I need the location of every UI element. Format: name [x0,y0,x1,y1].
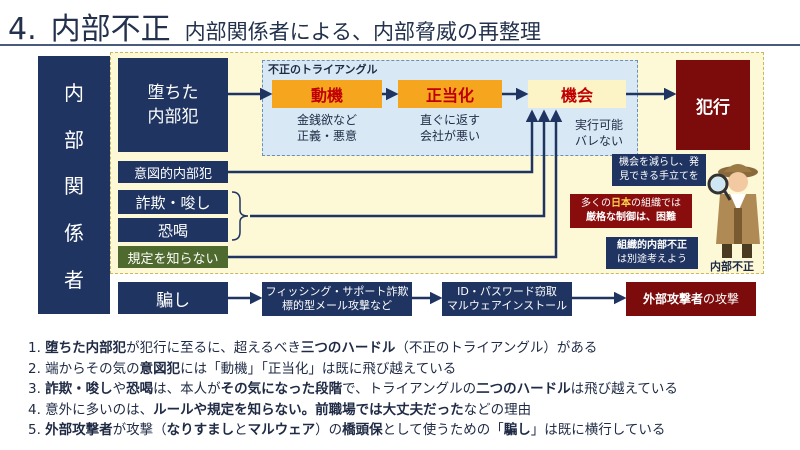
justification-note-line: 会社が悪い [419,129,480,143]
list-text-segment: 詐欺・唆し [45,381,113,398]
justification-note: 直ぐに返す 会社が悪い [398,112,502,144]
list-text-segment: が攻撃（ [112,422,167,439]
motive-note-line: 正義・悪意 [296,129,357,143]
title-divider [0,44,800,46]
reduce-opportunity-callout: 機会を減らし、発 見できる手立てを [612,154,706,186]
vertical-char: 者 [64,268,84,293]
motive-box: 動機 [272,80,382,108]
insider-vertical-label: 内 部 関 係 者 [38,56,110,314]
list-text-segment: マルウェア [247,422,316,439]
list-text-segment: は飛び越えている [570,381,678,398]
opportunity-box: 機会 [528,80,626,108]
external-attack-box: 外部攻撃者の攻撃 [626,282,756,316]
list-text-segment: 恐喝 [126,381,154,398]
list-text-segment: 」は既に横行している [530,422,666,439]
callout-text: の組織では [631,198,681,209]
title-main: 内部不正 [50,12,171,47]
title-number: 4. [8,12,37,47]
unaware-box: 規定を知らない [118,246,228,268]
list-text-segment: 4. 意外に多いのは、 [28,401,154,418]
list-text-segment: として使うための「 [382,422,504,439]
list-item: 3. 詐欺・唆しや恐喝は、本人がその気になった段階で、トライアングルの二つのハー… [28,379,798,400]
callout-text: 厳格な制御は、困難 [586,212,676,223]
list-text-segment: 1. [28,340,46,356]
vertical-char: 係 [64,221,84,246]
justification-note-line: 直ぐに返す [419,113,480,127]
external-attack-rest: の攻撃 [703,292,740,306]
list-text-segment: が犯行に至るに、超えるべき [126,340,301,356]
list-text-segment: 3. [28,381,46,398]
list-text-segment: 堕ちた内部犯 [45,340,127,356]
list-text-segment: には「動機」「正当化」は既に飛び越えている [180,360,457,377]
list-item: 2. 端からその気の意図犯には「動機」「正当化」は既に飛び越えている [28,359,798,380]
crime-box: 犯行 [676,60,750,150]
vertical-char: 関 [64,174,84,199]
justification-box: 正当化 [398,80,502,108]
fraud-triangle-label: 不正のトライアングル [268,63,378,76]
phishing-line: フィッシング・サポート詐欺 [265,285,409,298]
deception-box: 騙し [118,282,228,314]
callout-line: 見できる手立てを [619,171,699,182]
vertical-char: 部 [64,127,84,152]
detective-caption: 内部不正 [710,260,754,273]
list-text-segment: 騙し [503,422,531,439]
list-item: 4. 意外に多いのは、ルールや規定を知らない。前職場では大丈夫だったなどの理由 [28,400,798,421]
list-text-segment: ）の [315,422,343,439]
callout-line: 機会を減らし、発 [619,157,699,168]
motive-note: 金銭欲など 正義・悪意 [272,112,382,144]
fallen-insider-box: 堕ちた 内部犯 [118,58,228,152]
list-text-segment: と [234,422,248,439]
list-text-segment: 外部攻撃者 [45,422,113,439]
title-subtitle: 内部関係者による、内部脅威の再整理 [184,20,541,44]
organizational-callout: 組織的内部不正 は別途考えよう [606,237,698,269]
opportunity-note-line: 実行可能 [574,118,623,132]
list-text-segment: ルールや規定を知らない。前職場では大丈夫だった [153,401,464,418]
callout-text: は別途考えよう [617,254,687,265]
list-text-segment: や [112,381,127,398]
threat-box: 恐喝 [118,218,228,242]
list-text-segment: は、本人が [153,381,221,398]
list-text-segment: 三つのハードル [300,340,396,356]
list-item: 1. 堕ちた内部犯が犯行に至るに、超えるべき三つのハードル（不正のトライアングル… [28,338,798,359]
fallen-insider-line: 堕ちた [147,83,199,103]
list-text-segment: 橋頭保 [342,422,383,439]
vertical-char: 内 [64,80,84,105]
callout-highlight: 日本 [611,198,631,209]
password-line: ID・パスワード窃取 [457,285,557,298]
list-text-segment: （不正のトライアングル）がある [395,340,598,356]
opportunity-note: 実行可能 バレない [562,117,636,149]
callout-text: 多くの [581,198,611,209]
list-text-segment: などの理由 [463,401,532,418]
japan-orgs-callout: 多くの日本の組織では 厳格な制御は、困難 [570,194,692,228]
opportunity-note-line: バレない [574,134,623,148]
list-text-segment: 意図犯 [139,360,181,377]
list-text-segment: 二つのハードル [476,381,571,398]
fallen-insider-line: 内部犯 [147,107,199,127]
list-text-segment: なりすまし [166,422,235,439]
fraud-triangle-zone [262,60,638,156]
slide-title: 4. 内部不正 内部関係者による、内部脅威の再整理 [8,4,541,47]
intentional-insider-box: 意図的内部犯 [118,161,228,183]
phishing-line: 標的型メール攻撃など [282,299,392,312]
fraud-box: 詐欺・唆し [118,190,228,214]
list-text-segment: で、トライアングルの [342,381,477,398]
external-attack-bold: 外部攻撃者 [642,292,703,306]
detective-icon [707,164,760,258]
list-item: 5. 外部攻撃者が攻撃（なりすましとマルウェア）の橋頭保として使うための「騙し」… [28,420,798,441]
list-text-segment: 2. 端からその気の [28,360,140,377]
motive-note-line: 金銭欲など [296,113,357,127]
callout-text: 組織的内部不正 [617,240,687,251]
phishing-box: フィッシング・サポート詐欺 標的型メール攻撃など [262,282,412,316]
password-line: マルウェアインストール [446,299,568,312]
password-theft-box: ID・パスワード窃取 マルウェアインストール [442,282,572,316]
list-text-segment: 5. [28,422,46,439]
list-text-segment: その気になった段階 [220,381,343,398]
summary-list: 1. 堕ちた内部犯が犯行に至るに、超えるべき三つのハードル（不正のトライアングル… [28,338,798,441]
